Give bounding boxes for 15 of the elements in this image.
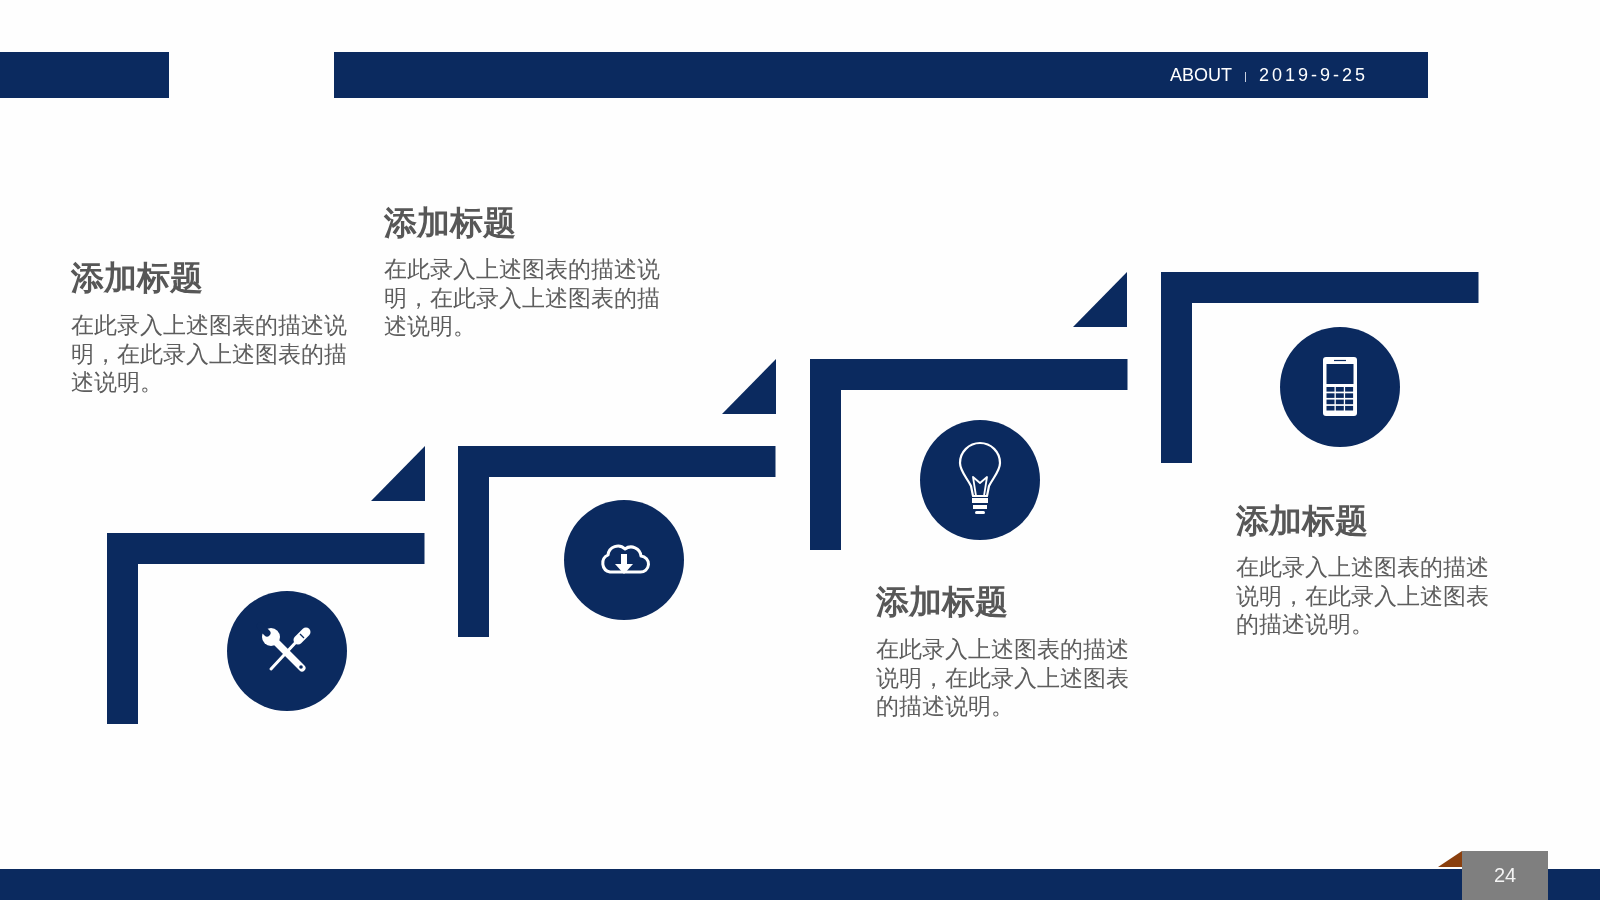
page-number-box: 24 (1462, 851, 1548, 900)
step-description: 在此录入上述图表的描述说明，在此录入上述图表的描述说明。 (875, 635, 1130, 721)
step-description: 在此录入上述图表的描述说明，在此录入上述图表的描述说明。 (384, 255, 661, 341)
step-title: 添加标题 (1236, 501, 1368, 540)
step-description: 在此录入上述图表的描述说明，在此录入上述图表的描述说明。 (71, 311, 348, 397)
step-description: 在此录入上述图表的描述说明，在此录入上述图表的描述说明。 (1236, 553, 1490, 639)
step-title: 添加标题 (875, 583, 1008, 621)
corner-bracket (809, 359, 1128, 551)
date-label: 2019-9-25 (1258, 64, 1368, 86)
step-title: 添加标题 (71, 258, 203, 297)
step-title: 添加标题 (384, 203, 516, 242)
header-label: ABOUT (1169, 64, 1232, 86)
corner-bracket (458, 445, 776, 637)
corner-bracket (1161, 272, 1479, 464)
corner-bracket (107, 532, 425, 724)
